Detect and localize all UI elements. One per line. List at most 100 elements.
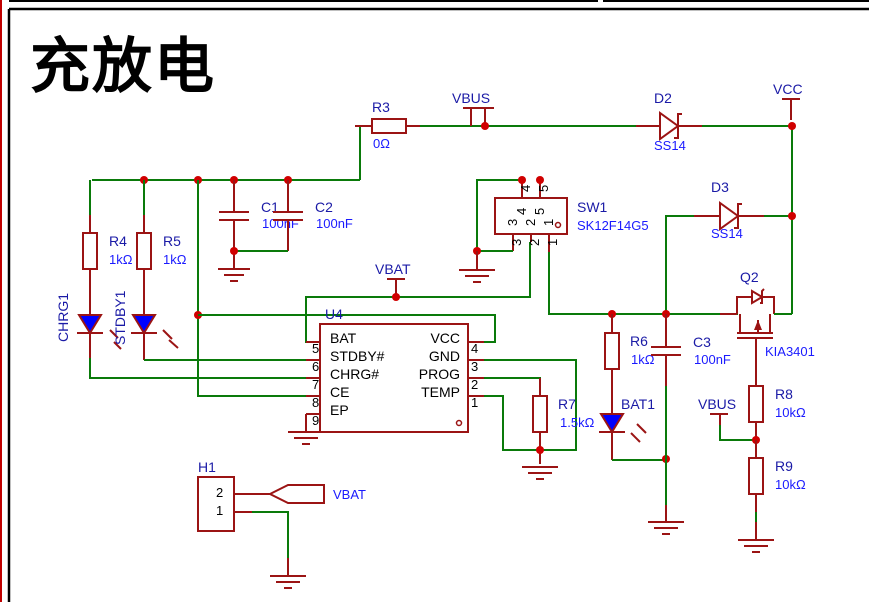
r8-ref: R8 — [775, 386, 793, 402]
vbat-port-label: VBAT — [333, 487, 366, 502]
u4-pin-num: 2 — [471, 377, 478, 392]
r6-ref: R6 — [630, 333, 648, 349]
u4-pin-num: 9 — [312, 413, 319, 428]
diode-d3[interactable]: D3 SS14 — [694, 179, 764, 241]
mosfet-q2[interactable]: Q2 KIA3401 — [720, 269, 815, 388]
c2-value: 100nF — [316, 216, 353, 231]
d3-ref: D3 — [711, 179, 729, 195]
d3-value: SS14 — [711, 226, 743, 241]
u4-pin-prog: PROG — [419, 366, 460, 382]
ground-symbol — [459, 251, 495, 283]
sw1-pin-num: 2 — [527, 239, 542, 246]
net-label-vbat-u4: VBAT — [375, 261, 411, 297]
resistor-r6[interactable]: R6 1kΩ — [604, 314, 655, 414]
r3-ref: R3 — [372, 99, 390, 115]
u4-pin-stdby: STDBY# — [330, 348, 385, 364]
sw1-pin-num: 4 — [518, 185, 533, 192]
sw1-pin-num: 5 — [532, 208, 547, 215]
r5-value: 1kΩ — [163, 252, 187, 267]
r4-ref: R4 — [109, 233, 127, 249]
led-stdby1[interactable]: STDBY1 — [112, 290, 308, 361]
r9-ref: R9 — [775, 458, 793, 474]
net-label-vcc: VCC — [773, 81, 803, 130]
r9-value: 10kΩ — [775, 477, 806, 492]
r6-value: 1kΩ — [631, 352, 655, 367]
h1-pin-num: 1 — [216, 503, 223, 518]
d2-value: SS14 — [654, 138, 686, 153]
junction — [392, 293, 400, 301]
resistor-r7[interactable]: R7 1.5kΩ — [532, 378, 595, 464]
ground-symbol — [522, 466, 558, 480]
d2-ref: D2 — [654, 90, 672, 106]
r7-value: 1.5kΩ — [560, 415, 595, 430]
junction — [230, 247, 238, 255]
c1-value: 100nF — [262, 216, 299, 231]
h1-pin-num: 2 — [216, 485, 223, 500]
q2-ref: Q2 — [740, 269, 759, 285]
u4-pin-num: 5 — [312, 341, 319, 356]
capacitor-c2[interactable]: C2 100nF — [234, 180, 353, 252]
resistor-r9[interactable]: R9 10kΩ — [748, 440, 806, 512]
u4-pin-ep: EP — [330, 402, 349, 418]
vcc-label: VCC — [773, 81, 803, 97]
vbat-label: VBAT — [375, 261, 411, 277]
led-chrg1[interactable]: CHRG1 — [55, 293, 308, 379]
resistor-r3[interactable]: R3 0Ω — [355, 99, 420, 151]
junction — [788, 212, 796, 220]
u4-pin-ce: CE — [330, 384, 349, 400]
u4-pin-bat: BAT — [330, 330, 357, 346]
r4-value: 1kΩ — [109, 252, 133, 267]
u4-pin-num: 8 — [312, 395, 319, 410]
q2-value: KIA3401 — [765, 344, 815, 359]
ground-symbol — [218, 268, 250, 282]
ic-u4[interactable]: U4 BAT STDBY# CHRG# CE EP 5 6 7 8 9 VCC … — [306, 306, 484, 433]
u4-pin-num: 7 — [312, 377, 319, 392]
chrg1-ref: CHRG1 — [55, 293, 71, 342]
h1-ref: H1 — [198, 459, 216, 475]
net-label-vbus-top-2 — [476, 107, 494, 130]
sw1-pin-num: 1 — [545, 239, 560, 246]
c2-ref: C2 — [315, 199, 333, 215]
sw1-pin-num: 2 — [523, 219, 538, 226]
bat1-ref: BAT1 — [621, 396, 655, 412]
resistor-r4[interactable]: R4 1kΩ — [82, 180, 133, 314]
sw1-pin-num: 1 — [541, 219, 556, 226]
vbus-label: VBUS — [452, 90, 490, 106]
switch-sw1[interactable]: 4 5 3 4 2 5 1 3 2 1 SW1 SK12F14G5 — [494, 180, 649, 252]
vbus-label: VBUS — [698, 396, 736, 412]
sw1-pin-num: 3 — [509, 239, 524, 246]
u4-pin-num: 4 — [471, 341, 478, 356]
junction — [536, 176, 544, 184]
sw1-pin-num: 3 — [505, 219, 520, 226]
junction — [518, 176, 526, 184]
u4-pin-gnd: GND — [429, 348, 460, 364]
sw1-value: SK12F14G5 — [577, 218, 649, 233]
junction — [536, 446, 544, 454]
stdby1-ref: STDBY1 — [112, 290, 128, 345]
junction — [788, 122, 796, 130]
diode-d2[interactable]: D2 SS14 — [636, 90, 702, 153]
junction — [481, 122, 489, 130]
resistor-r8[interactable]: R8 10kΩ — [748, 385, 806, 440]
u4-pin-vcc: VCC — [430, 330, 460, 346]
connector-h1[interactable]: H1 2 1 — [197, 459, 270, 532]
u4-pin-num: 1 — [471, 395, 478, 410]
sw1-pin-num: 4 — [514, 208, 529, 215]
u4-pin-num: 3 — [471, 359, 478, 374]
led-bat1[interactable]: BAT1 — [599, 396, 655, 460]
u4-pin-temp: TEMP — [421, 384, 460, 400]
r8-value: 10kΩ — [775, 405, 806, 420]
u4-ref: U4 — [325, 306, 343, 322]
ground-symbol — [738, 522, 774, 553]
resistor-r5[interactable]: R5 1kΩ — [136, 180, 187, 314]
net-label-vbus-r8: VBUS — [698, 396, 736, 425]
r3-value: 0Ω — [373, 136, 390, 151]
c3-ref: C3 — [693, 334, 711, 350]
capacitor-c3[interactable]: C3 100nF — [651, 314, 731, 386]
u4-pin-num: 6 — [312, 359, 319, 374]
r5-ref: R5 — [163, 233, 181, 249]
sw1-ref: SW1 — [577, 199, 608, 215]
capacitor-c1[interactable]: C1 100nF — [219, 180, 299, 268]
